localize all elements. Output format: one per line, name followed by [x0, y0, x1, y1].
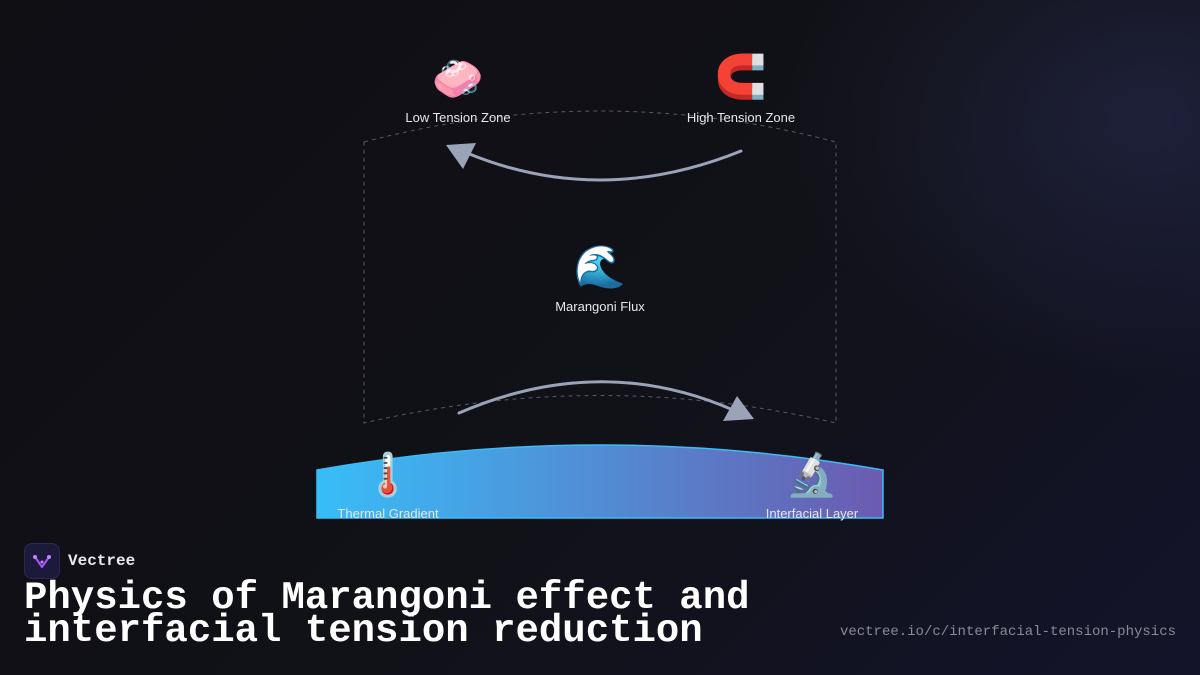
node-label-interfacial-layer: Interfacial Layer — [765, 506, 859, 521]
node-label-thermal-gradient: Thermal Gradient — [337, 506, 439, 521]
flow-arrow-top — [446, 143, 743, 182]
magnet-icon: 🧲 — [714, 52, 768, 101]
thermometer-icon: 🌡️ — [361, 450, 415, 499]
soap-icon: 🧼 — [431, 54, 485, 103]
page-title: Physics of Marangoni effect and interfac… — [24, 576, 750, 653]
node-label-low-tension: Low Tension Zone — [405, 110, 511, 125]
node-label-marangoni-flux: Marangoni Flux — [555, 299, 645, 314]
source-url[interactable]: vectree.io/c/interfacial-tension-physics — [839, 624, 1176, 640]
brand-name: Vectree — [68, 552, 136, 570]
brand[interactable]: Vectree — [24, 543, 136, 579]
interface-band — [316, 444, 884, 519]
arrowhead-bottom — [723, 396, 754, 421]
node-label-high-tension: High Tension Zone — [686, 110, 796, 125]
dashed-frame — [363, 110, 837, 424]
wave-icon: 🌊 — [573, 242, 627, 291]
microscope-icon: 🔬 — [785, 450, 839, 499]
brand-logo-icon — [24, 543, 60, 579]
flow-arrow-bottom — [457, 380, 754, 421]
arrowhead-top — [446, 143, 476, 169]
